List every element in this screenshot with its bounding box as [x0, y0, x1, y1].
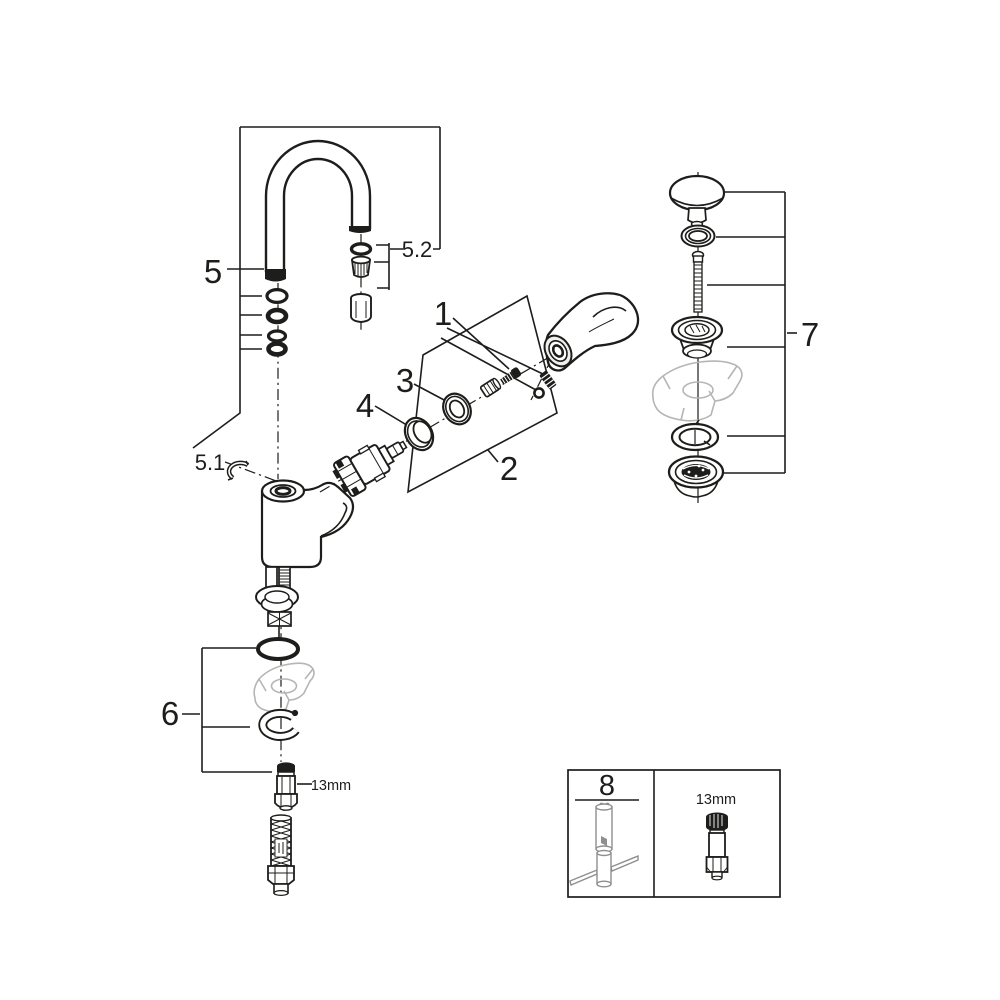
aerator-parts: [349, 242, 440, 323]
horseshoe-washer: [258, 708, 300, 741]
callout-4: 4: [356, 387, 374, 424]
socket-13mm: [705, 812, 729, 881]
dome-cap: [403, 416, 435, 452]
spout-lower-tip: [265, 269, 286, 282]
callout-5: 5: [204, 253, 222, 290]
cap-ring: [442, 392, 472, 426]
supply-hose: [267, 814, 295, 897]
detent-ball: [533, 387, 545, 399]
callout-1: 1: [434, 295, 452, 332]
o-ring: [266, 341, 288, 357]
washer-pin: [291, 709, 299, 717]
drain-assembly: [651, 172, 797, 503]
tool-size-label: 13mm: [696, 792, 736, 808]
mounting-nut: [274, 762, 298, 811]
base-o-ring: [256, 637, 300, 661]
drain-washer: [680, 224, 716, 248]
drain-ring: [670, 419, 720, 452]
cartridge: [332, 440, 408, 497]
handle-screw: [500, 367, 522, 385]
faucet-body: [260, 481, 355, 569]
callout-1-leaders: [440, 317, 546, 391]
callout-labels: 5 5.1 5.2 1 2 3 4 6 7 8 13mm 13mm: [161, 237, 819, 808]
body-detail-curve: [320, 502, 348, 537]
aerator-o-ring: [349, 242, 373, 256]
callout-5-2: 5.2: [402, 237, 433, 262]
drain-strainer: [667, 455, 725, 498]
sink-ghost-left: [253, 662, 315, 713]
hose-nut: [267, 865, 295, 885]
callout-7: 7: [801, 316, 819, 353]
hose-sleeve: [274, 838, 288, 858]
spout-outlet-tip: [349, 226, 371, 233]
handle-contour-line: [592, 306, 627, 318]
callout-2: 2: [500, 450, 518, 487]
callout-3: 3: [396, 362, 414, 399]
callout-8: 8: [599, 770, 615, 802]
adapter-bushing: [479, 377, 502, 398]
o-ring: [265, 307, 289, 325]
callout-bracket-6: [201, 647, 272, 773]
drain-screw: [691, 250, 705, 313]
detent-spring: [539, 370, 557, 390]
drain-cap: [668, 174, 726, 228]
callout-5-1: 5.1: [195, 450, 226, 475]
lever-handle: [543, 292, 640, 372]
callout-2-leader: [487, 449, 499, 463]
faucet-body-assembly: [182, 479, 355, 897]
callout-3-leader: [413, 383, 447, 402]
callout-4-leader: [374, 405, 411, 428]
callout-bracket-5: [192, 126, 441, 449]
spout-o-ring-stack: [265, 288, 289, 357]
callout-6: 6: [161, 695, 179, 732]
callout-bracket-7: [707, 191, 786, 474]
sink-ghost-right: [651, 360, 743, 422]
drain-flange: [670, 315, 724, 359]
socket-wrench-tool: [569, 802, 639, 888]
escutcheon-flange: [255, 585, 299, 641]
spout-assembly: [192, 126, 441, 490]
spout-tube: [264, 139, 372, 273]
tool-box: [567, 769, 781, 898]
o-ring: [265, 288, 289, 305]
nut-size-label: 13mm: [311, 778, 351, 794]
o-ring: [266, 329, 288, 343]
cartridge-handle-group: [319, 292, 640, 497]
callout-bracket-5-2: [374, 243, 390, 290]
